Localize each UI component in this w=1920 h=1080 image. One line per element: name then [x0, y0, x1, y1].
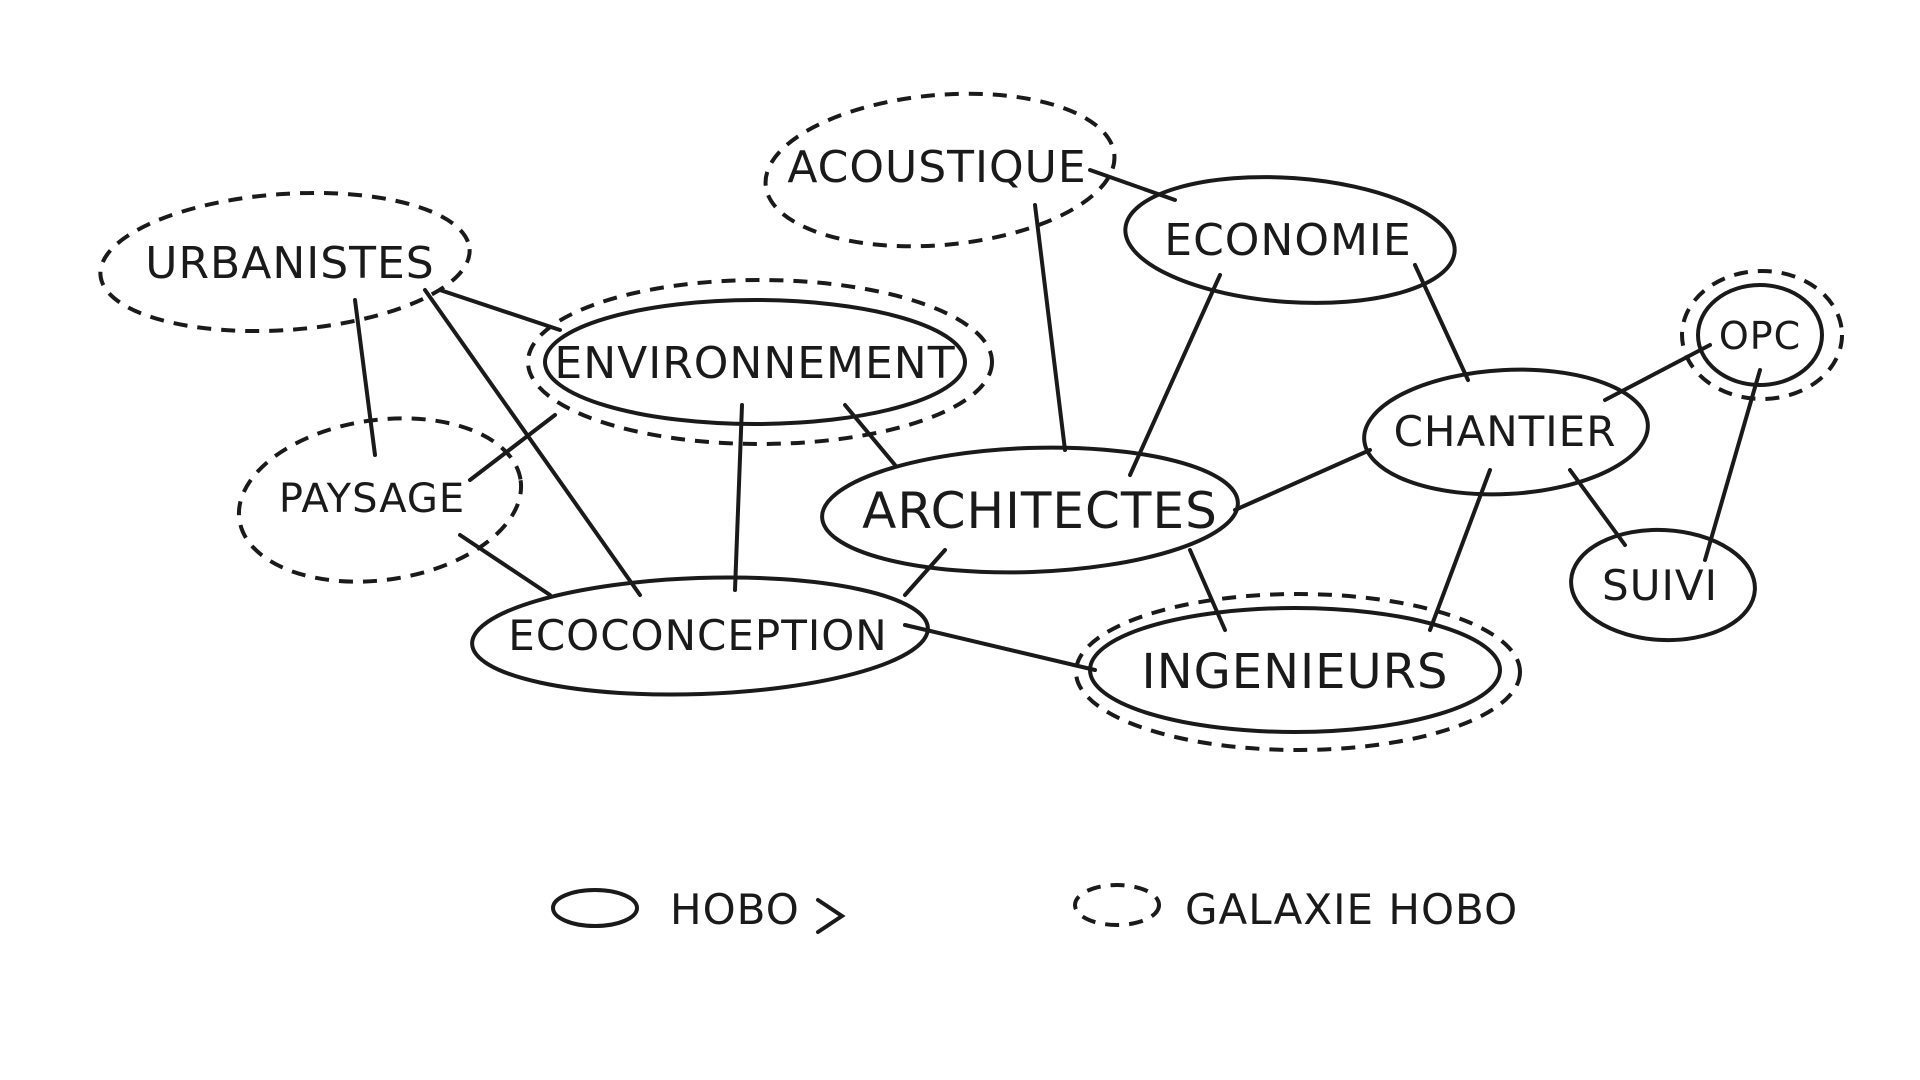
- edge-chantier-ingenieurs: [1428, 468, 1492, 632]
- hobo-outline: [1569, 527, 1757, 643]
- legend: HOBO GALAXIE HOBO: [551, 883, 1518, 934]
- galaxie-outline: [98, 190, 472, 334]
- galaxie-outline: [763, 91, 1117, 249]
- edge-opc-suivi: [1703, 368, 1762, 562]
- legend-hobo-swatch: [551, 888, 639, 928]
- node-urbanistes: URBANISTES: [98, 190, 472, 334]
- node-architectes: ARCHITECTES: [820, 445, 1240, 575]
- hobo-outline: [1362, 367, 1650, 497]
- legend-galaxie-swatch: [1073, 883, 1161, 927]
- edge-environnement-ecoconception: [733, 403, 744, 592]
- node-ecoconception: ECOCONCEPTION: [470, 575, 930, 697]
- legend-hobo: HOBO: [551, 885, 846, 934]
- node-label: CHANTIER: [1394, 407, 1617, 456]
- galaxie-outline: [236, 416, 524, 584]
- edge-economie-chantier: [1413, 263, 1470, 382]
- node-acoustique: ACOUSTIQUE: [763, 91, 1117, 249]
- hobo-outline: [1123, 175, 1457, 305]
- node-paysage: PAYSAGE: [236, 416, 524, 584]
- hobo-outline: [1696, 283, 1824, 387]
- edge-paysage-ecoconception: [458, 533, 552, 597]
- node-ingenieurs: INGENIEURS: [1074, 592, 1522, 752]
- edge-architectes-ingenieurs: [1188, 548, 1227, 632]
- galaxie-outline: [1074, 592, 1522, 752]
- hobo-outline: [820, 445, 1240, 575]
- edge-ecoconception-ingenieurs: [903, 623, 1097, 672]
- legend-hobo-label: HOBO: [670, 885, 800, 934]
- edge-urbanistes-environnement: [438, 288, 562, 332]
- node-label: SUIVI: [1602, 561, 1718, 610]
- edge-urbanistes-paysage: [353, 298, 377, 457]
- edge-economie-architectes: [1128, 273, 1222, 477]
- edge-urbanistes-ecoconception: [423, 288, 642, 597]
- edge-architectes-ecoconception: [903, 548, 947, 597]
- legend-galaxie: GALAXIE HOBO: [1073, 883, 1518, 934]
- edge-acoustique-architectes: [1033, 203, 1067, 452]
- edge-architectes-chantier: [1233, 448, 1372, 512]
- node-label: ECONOMIE: [1164, 215, 1411, 266]
- hobo-outline: [1088, 606, 1502, 734]
- hobo-outline: [543, 298, 967, 426]
- node-label: PAYSAGE: [279, 476, 465, 522]
- arrow-icon: [816, 898, 846, 934]
- node-label: URBANISTES: [145, 238, 435, 289]
- hobo-outline: [470, 575, 930, 697]
- legend-galaxie-label: GALAXIE HOBO: [1185, 885, 1518, 934]
- node-label: INGENIEURS: [1142, 644, 1449, 700]
- galaxie-outline: [526, 278, 994, 446]
- node-label: ARCHITECTES: [862, 482, 1218, 540]
- node-economie: ECONOMIE: [1123, 175, 1457, 305]
- node-chantier: CHANTIER: [1362, 367, 1650, 497]
- galaxie-outline: [1680, 269, 1844, 401]
- node-label: ENVIRONNEMENT: [554, 338, 955, 389]
- node-label: ECOCONCEPTION: [508, 611, 887, 660]
- node-label: ACOUSTIQUE: [787, 142, 1086, 193]
- node-environnement: ENVIRONNEMENT: [526, 278, 994, 446]
- node-label: OPC: [1719, 314, 1801, 358]
- node-suivi: SUIVI: [1569, 527, 1757, 643]
- edge-environnement-paysage: [468, 413, 557, 482]
- node-opc: OPC: [1680, 269, 1844, 401]
